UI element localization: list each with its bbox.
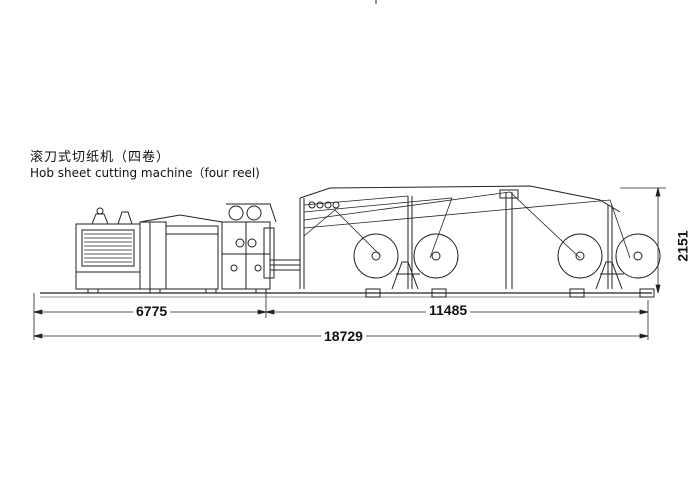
delivery-table: [165, 225, 219, 290]
knife-roller-2: [246, 205, 262, 221]
top-beam: [299, 185, 621, 213]
cutting-unit-feet: [87, 288, 267, 294]
cutting-unit: [75, 203, 301, 294]
paper-reel-3: [557, 233, 603, 279]
stacker-frame: [139, 221, 167, 290]
dimension-label-2151: 2151: [674, 227, 691, 265]
dimension-label-11485: 11485: [426, 302, 471, 318]
knife-roller: [228, 205, 244, 221]
paper-reel-1: [353, 233, 399, 279]
cutter-hood: [226, 203, 277, 223]
dimension-lines: [33, 187, 666, 340]
hood-knob: [96, 207, 104, 215]
dimension-label-18729: 18729: [321, 328, 366, 344]
mid-bracket: [499, 189, 519, 199]
dimension-label-6775: 6775: [133, 303, 171, 319]
reel-pair-2: [557, 233, 661, 290]
unwind-stand: [299, 185, 661, 298]
web-paths: [303, 191, 631, 259]
reel-arm-1: [391, 261, 419, 290]
diagram-title-chinese: 滚刀式切纸机（四卷）: [30, 150, 171, 165]
reel-arm-2: [595, 261, 623, 290]
hood-right: [117, 211, 133, 225]
paper-reel-4: [615, 233, 661, 279]
cabinet-grille: [84, 233, 132, 263]
diagram-title-english: Hob sheet cutting machine（four reel): [30, 166, 260, 180]
hood-left: [91, 213, 109, 225]
feed-rollers: [263, 227, 275, 279]
cabinet-panel: [81, 229, 135, 267]
stacker-top: [139, 214, 223, 223]
paper-reel-2: [413, 233, 459, 279]
reel-pair-1: [353, 233, 459, 290]
guide-rollers: [308, 201, 340, 209]
unwind-stand-feet: [365, 288, 655, 298]
